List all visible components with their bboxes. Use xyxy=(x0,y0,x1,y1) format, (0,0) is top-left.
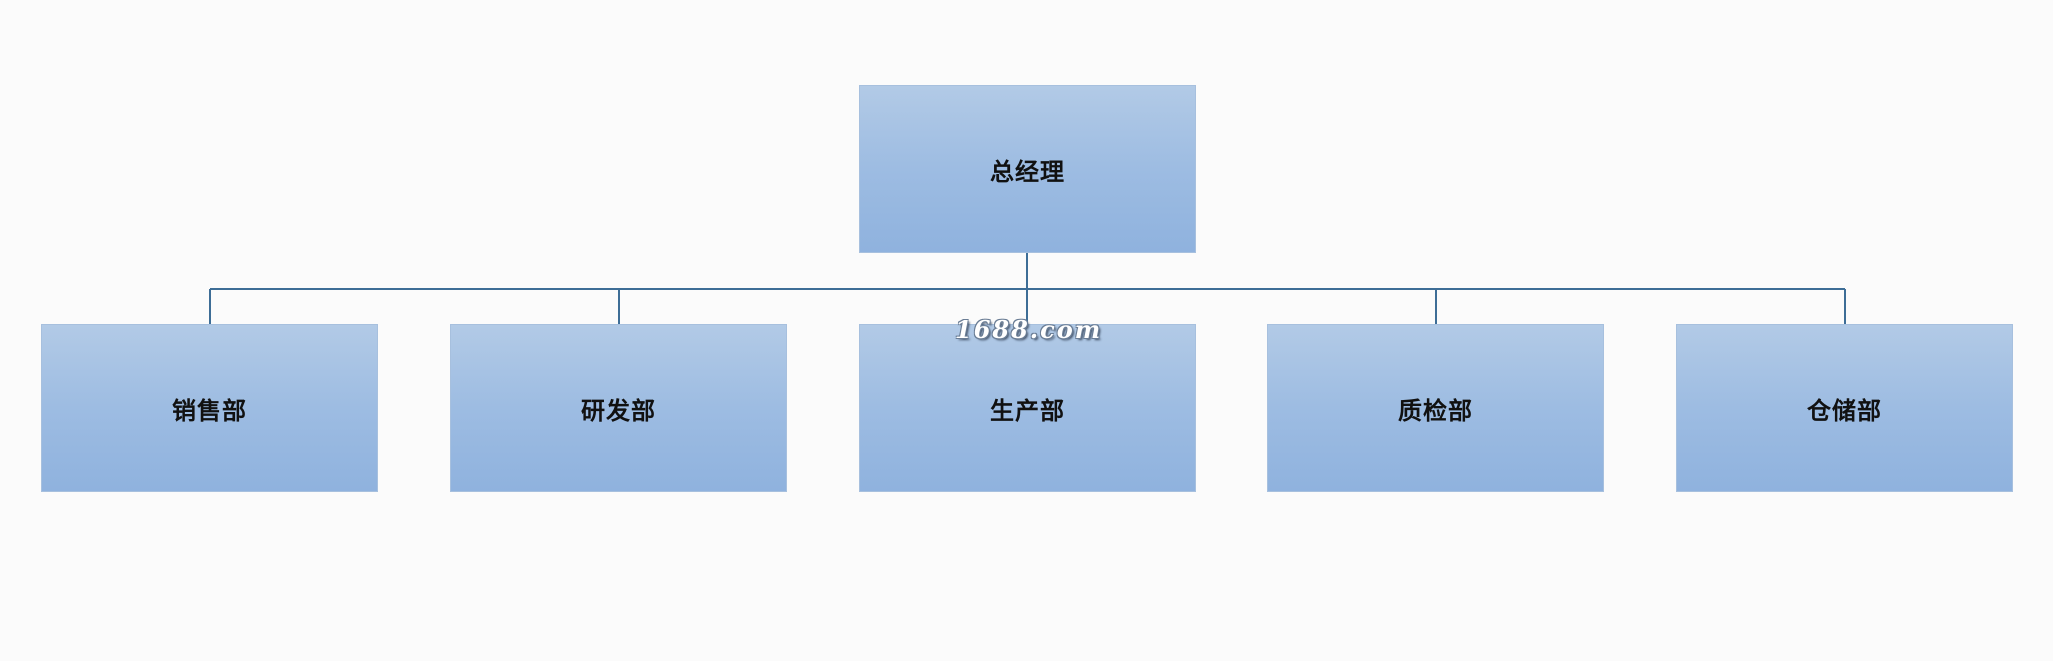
node-qc-department: 质检部 xyxy=(1267,324,1604,492)
node-warehouse-department: 仓储部 xyxy=(1676,324,2013,492)
node-label: 仓储部 xyxy=(1807,395,1882,425)
node-label: 研发部 xyxy=(581,395,656,425)
node-sales-department: 销售部 xyxy=(41,324,378,492)
watermark-text: 1688.com xyxy=(955,315,1103,344)
node-production-department: 生产部 xyxy=(859,324,1196,492)
node-rd-department: 研发部 xyxy=(450,324,787,492)
node-label: 销售部 xyxy=(172,395,247,425)
node-label: 生产部 xyxy=(990,395,1065,425)
node-general-manager: 总经理 xyxy=(859,85,1196,253)
node-label: 总经理 xyxy=(990,156,1065,186)
node-label: 质检部 xyxy=(1398,395,1473,425)
